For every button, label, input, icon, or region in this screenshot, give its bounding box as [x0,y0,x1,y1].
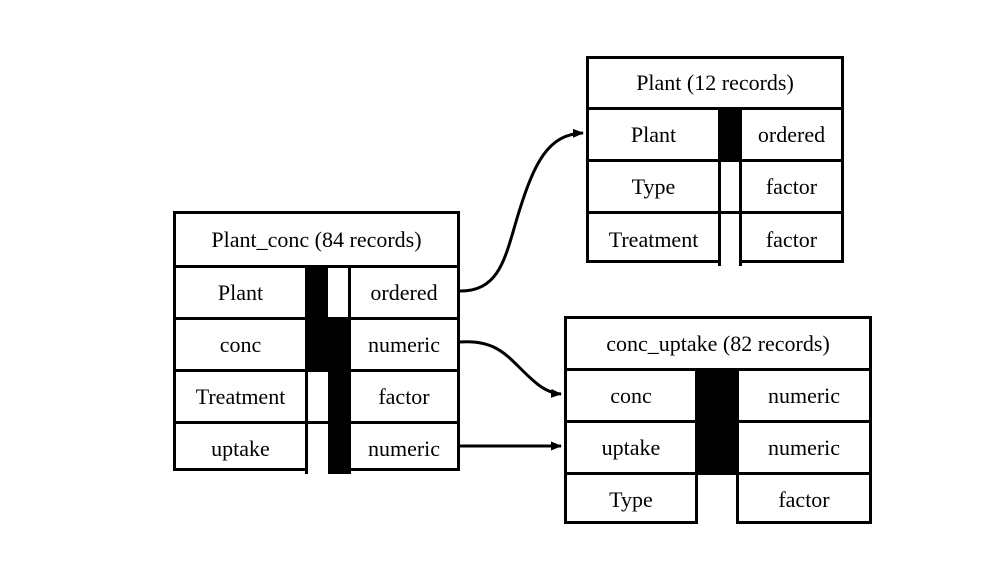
table-row[interactable]: uptake numeric [567,423,869,475]
table-row[interactable]: Type factor [567,475,869,524]
entity-table-plant[interactable]: Plant (12 records) Plant ordered Type fa… [586,56,844,266]
key-indicator-slot [698,371,736,420]
table-row[interactable]: conc numeric [567,371,869,423]
field-name-cell: Type [631,173,676,199]
key-indicator-slot [308,320,328,369]
field-name-cell: conc [610,382,652,408]
key-indicator-slot [308,268,328,317]
field-type-cell: factor [739,162,841,211]
key-indicator-slot [698,475,736,524]
entity-title-conc-uptake: conc_uptake (82 records) [567,319,869,371]
key-indicator-column [305,320,348,369]
connector-plant-conc-to-conc-uptake [459,340,562,398]
key-indicator-slot [721,110,739,159]
key-indicator-column [718,214,739,266]
field-type-cell: factor [739,214,841,266]
key-indicator-slot [328,424,348,474]
field-name-cell: conc [219,331,262,357]
table-row[interactable]: Plant ordered [589,110,841,162]
table-row[interactable]: uptake numeric [176,424,457,474]
field-type-cell: numeric [736,423,869,472]
key-indicator-slot [698,423,736,472]
entity-table-conc-uptake[interactable]: conc_uptake (82 records) conc numeric up… [564,316,872,524]
key-indicator-slot [721,162,739,211]
key-indicator-column [305,268,348,317]
entity-title-plant: Plant (12 records) [589,59,841,110]
key-indicator-column [695,475,736,524]
key-indicator-column [305,372,348,421]
field-name-cell: Plant [217,279,264,305]
field-type-cell: factor [348,372,457,421]
entity-title-plant-conc: Plant_conc (84 records) [176,214,457,268]
table-row[interactable]: Plant ordered [176,268,457,320]
key-indicator-slot [328,372,348,421]
key-indicator-column [695,371,736,420]
field-name-cell: Treatment [195,383,286,409]
field-type-cell: numeric [736,371,869,420]
connector-plant-conc-to-plant [459,128,584,293]
field-name-cell: uptake [211,436,270,461]
field-type-cell: ordered [739,110,841,159]
field-name-cell: Type [609,486,653,512]
key-indicator-column [305,424,348,474]
table-row[interactable]: Treatment factor [176,372,457,424]
entity-table-plant-conc[interactable]: Plant_conc (84 records) Plant ordered co… [173,211,460,474]
table-row[interactable]: Treatment factor [589,214,841,266]
field-type-cell: numeric [348,424,457,474]
field-name-cell: Treatment [608,227,699,252]
field-name-cell: Plant [630,121,677,147]
key-indicator-slot [308,424,328,474]
key-indicator-slot [328,320,348,369]
table-row[interactable]: Type factor [589,162,841,214]
key-indicator-slot [308,372,328,421]
field-type-cell: factor [736,475,869,524]
key-indicator-slot [328,268,348,317]
field-type-cell: ordered [348,268,457,317]
table-row[interactable]: conc numeric [176,320,457,372]
field-name-cell: uptake [601,434,661,460]
key-indicator-column [695,423,736,472]
key-indicator-column [718,162,739,211]
key-indicator-column [718,110,739,159]
field-type-cell: numeric [348,320,457,369]
key-indicator-slot [721,214,739,266]
